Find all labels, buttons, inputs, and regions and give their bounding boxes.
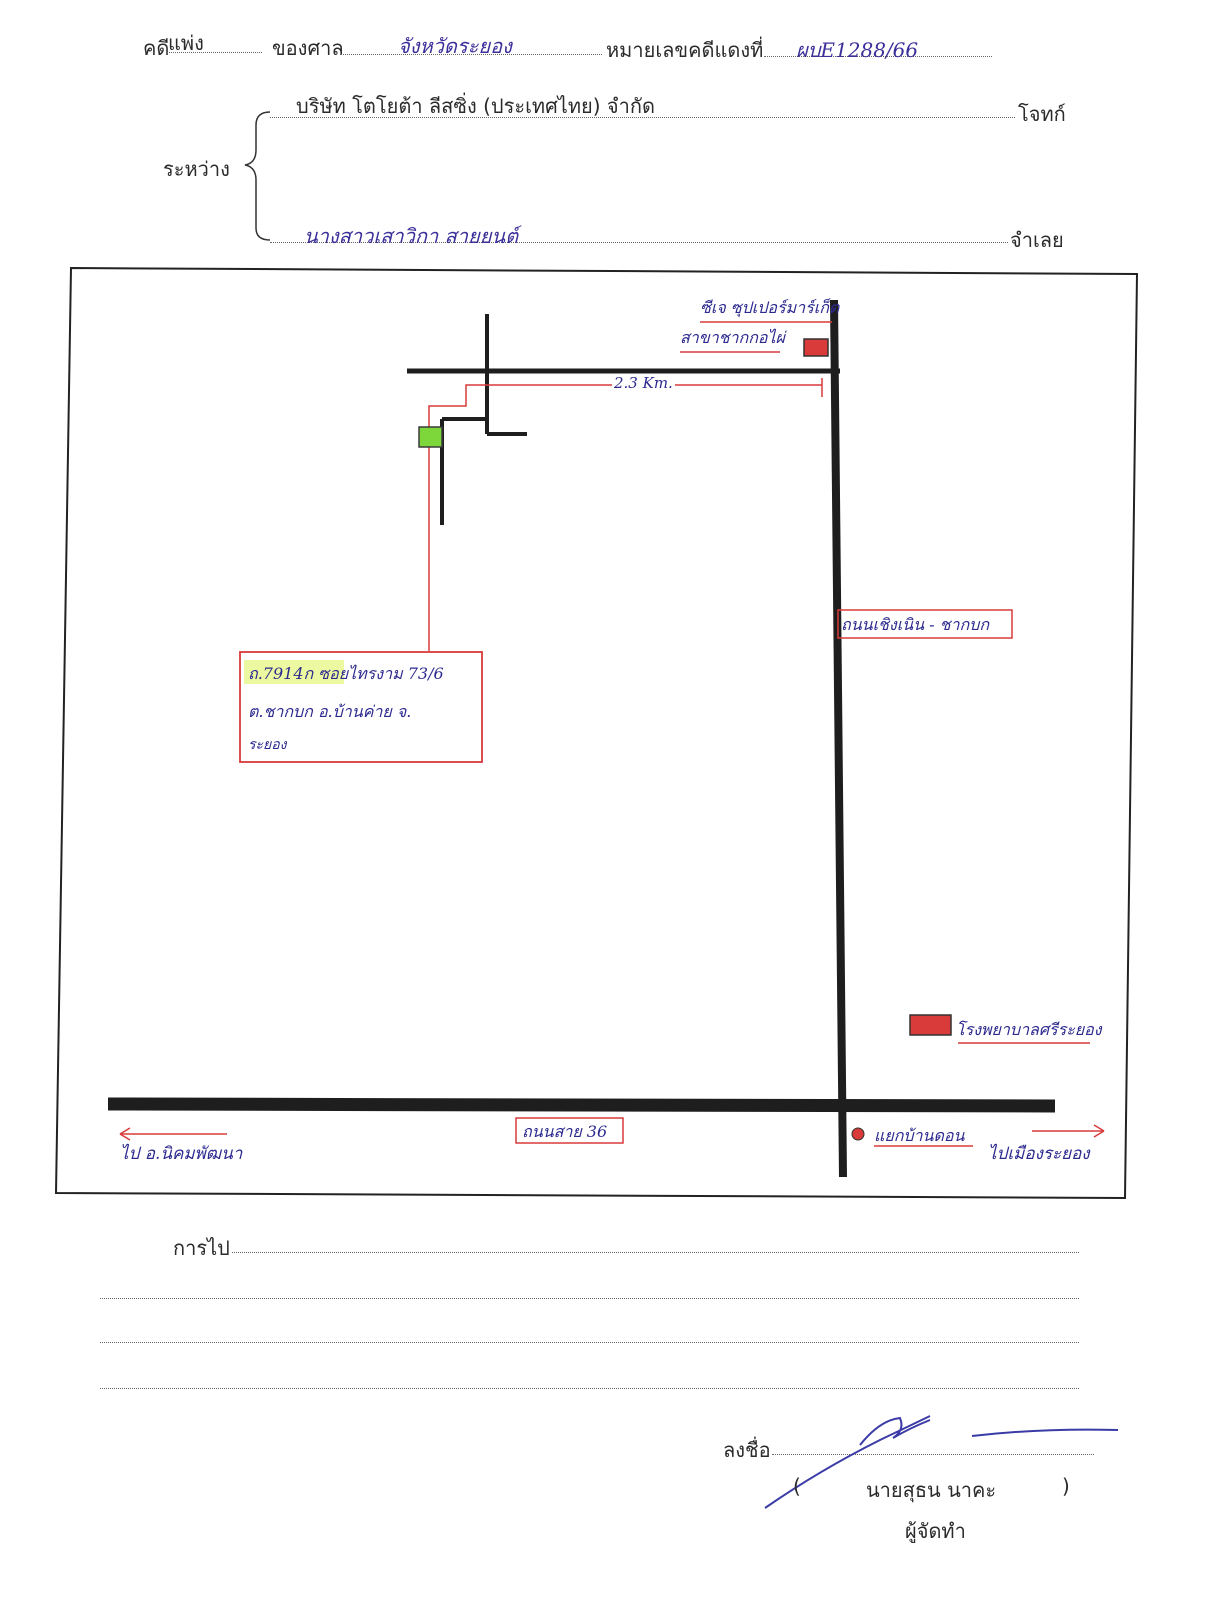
- court-name-line: [340, 54, 602, 55]
- open-paren: (: [793, 1474, 801, 1498]
- plaintiff-role: โจทก์: [1018, 102, 1066, 126]
- signer-role: ผู้จัดทำ: [905, 1519, 966, 1543]
- case-no-line: [764, 56, 992, 57]
- hospital-marker: [909, 1014, 952, 1036]
- defendant-role: จำเลย: [1010, 228, 1064, 252]
- road-vertical: [830, 299, 847, 1178]
- court-label: ของศาล: [272, 36, 344, 60]
- cj-store-marker: [803, 338, 829, 357]
- map-frame: [54, 266, 1139, 1200]
- between-label: ระหว่าง: [163, 157, 230, 181]
- route-line: [428, 384, 822, 651]
- close-paren: ): [1062, 1474, 1070, 1498]
- road-horizontal-label-box: [515, 1117, 624, 1144]
- defendant-name: นางสาวเสาวิกา สายยนต์: [304, 224, 519, 248]
- address-line-3: ระยอง: [248, 737, 287, 753]
- right-destination: ไปเมืองระยอง: [988, 1144, 1090, 1164]
- directions-line-4: [100, 1388, 1079, 1389]
- address-box: [239, 651, 483, 763]
- case-type-line: [166, 52, 262, 53]
- sign-label: ลงชื่อ: [723, 1438, 771, 1462]
- signer-name: นายสุธน นาคะ: [866, 1478, 997, 1502]
- house-marker: [418, 426, 443, 448]
- directions-line-2: [100, 1298, 1079, 1299]
- defendant-line: [270, 242, 1008, 243]
- hospital-label: โรงพยาบาลศรีระยอง: [956, 1020, 1102, 1039]
- court-name: จังหวัดระยอง: [398, 34, 512, 58]
- road-horizontal-label: ถนนสาย 36: [522, 1122, 608, 1141]
- junction-label: แยกบ้านดอน: [874, 1126, 965, 1145]
- cj-store-branch: สาขาชากกอไผ่: [680, 328, 785, 347]
- case-no: ผบE1288/66: [796, 38, 919, 62]
- case-type: แพ่ง: [168, 31, 204, 55]
- distance-label: 2.3 Km.: [612, 374, 675, 392]
- road-horizontal: [107, 1097, 1056, 1113]
- left-destination: ไป อ.นิคมพัฒนา: [120, 1144, 243, 1164]
- directions-line-1: [232, 1252, 1079, 1253]
- case-no-label: หมายเลขคดีแดงที่: [606, 38, 764, 62]
- cj-store-name: ซีเจ ซุปเปอร์มาร์เก็ต: [700, 298, 840, 317]
- directions-label: การไป: [173, 1236, 230, 1260]
- road-vertical-label: ถนนเชิงเนิน - ชากบก: [841, 615, 989, 634]
- directions-line-3: [100, 1342, 1079, 1343]
- address-line-1: ถ.7914ก ซอยไทรงาม 73/6: [248, 664, 444, 683]
- plaintiff-name: บริษัท โตโยต้า ลีสซิ่ง (ประเทศไทย) จำกัด: [296, 94, 655, 118]
- signature-line: [772, 1454, 1094, 1455]
- road-vertical-label-box: [837, 609, 1013, 639]
- case-label: คดี: [143, 36, 170, 60]
- junction-marker: [851, 1127, 865, 1141]
- plaintiff-line: [270, 117, 1015, 118]
- address-line-2: ต.ชากบก อ.บ้านค่าย จ.: [248, 702, 412, 721]
